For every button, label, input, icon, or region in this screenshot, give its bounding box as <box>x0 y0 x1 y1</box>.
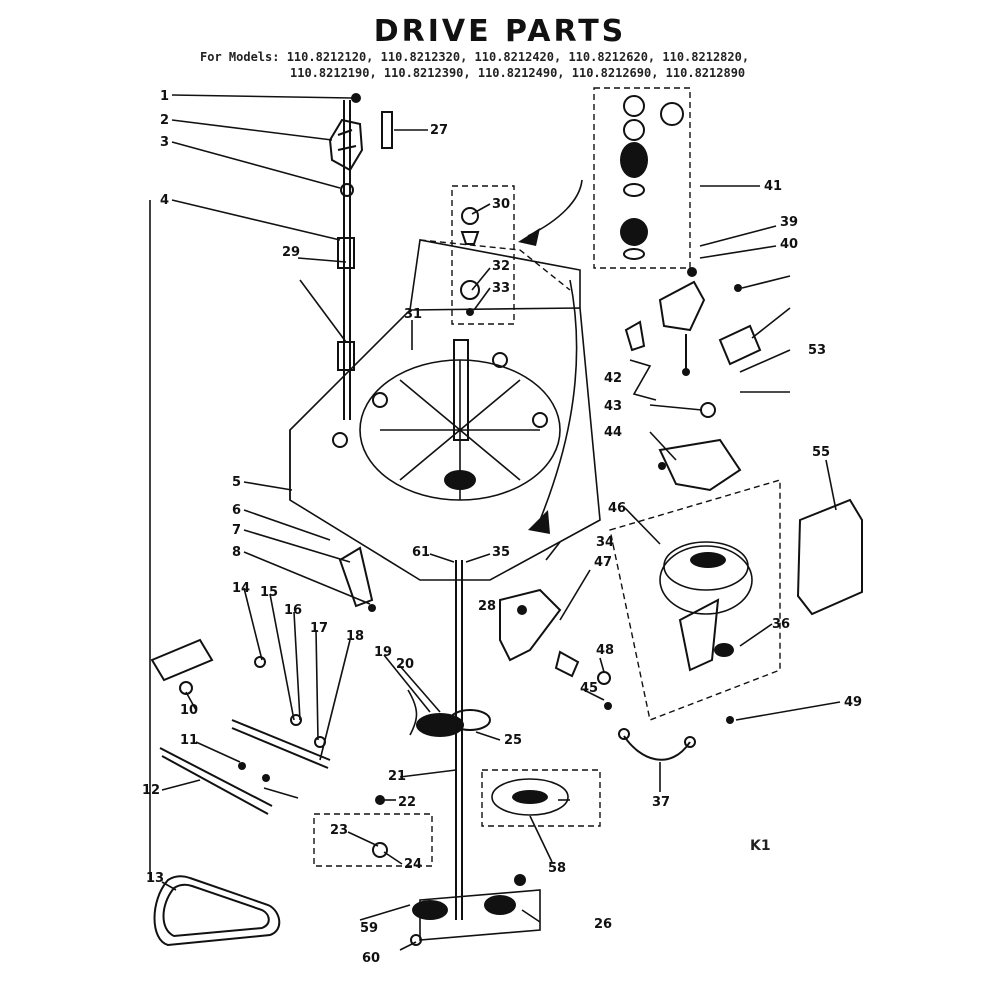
callout-53: 53 <box>808 343 826 358</box>
agitator-shaft-assembly <box>328 93 393 420</box>
callout-19: 19 <box>374 645 392 660</box>
callout-7: 7 <box>232 523 241 538</box>
callout-47: 47 <box>594 555 612 570</box>
callout-13: 13 <box>146 871 164 886</box>
callout-39: 39 <box>780 215 798 230</box>
callout-2: 2 <box>160 113 169 128</box>
callout-21: 21 <box>388 769 406 784</box>
callout-33: 33 <box>492 281 510 296</box>
callout-34: 34 <box>596 535 614 550</box>
callout-22: 22 <box>398 795 416 810</box>
callout-28: 28 <box>478 599 496 614</box>
callout-40: 40 <box>780 237 798 252</box>
switch-bracket-parts <box>624 267 762 492</box>
callout-25: 25 <box>504 733 522 748</box>
diagram-title: DRIVE PARTS <box>373 14 627 49</box>
callout-43: 43 <box>604 399 622 414</box>
callout-1: 1 <box>160 89 169 104</box>
callout-5: 5 <box>232 475 241 490</box>
callout-58: 58 <box>548 861 566 876</box>
callout-35: 35 <box>492 545 510 560</box>
cover-and-clamp <box>618 498 863 761</box>
drive-shaft-assembly <box>313 560 601 946</box>
callout-26: 26 <box>594 917 612 932</box>
callout-15: 15 <box>260 585 278 600</box>
callout-45: 45 <box>580 681 598 696</box>
callout-numbers: 1 2 3 4 5 6 7 8 10 11 12 13 14 15 16 17 … <box>142 89 862 966</box>
callout-37: 37 <box>652 795 670 810</box>
pulley-inset <box>451 179 583 325</box>
callout-12: 12 <box>142 783 160 798</box>
callout-18: 18 <box>346 629 364 644</box>
callout-36: 36 <box>772 617 790 632</box>
brake-and-rod-parts <box>150 546 376 815</box>
callout-10: 10 <box>180 703 198 718</box>
motor-mount-assembly <box>597 479 781 724</box>
callout-46: 46 <box>608 501 626 516</box>
clutch-spring-parts <box>499 569 591 678</box>
callout-6: 6 <box>232 503 241 518</box>
callout-29: 29 <box>282 245 300 260</box>
callout-30: 30 <box>492 197 510 212</box>
callout-48: 48 <box>596 643 614 658</box>
callout-14: 14 <box>232 581 250 596</box>
callout-20: 20 <box>396 657 414 672</box>
callout-41: 41 <box>764 179 782 194</box>
callout-23: 23 <box>330 823 348 838</box>
callout-11: 11 <box>180 733 198 748</box>
component-stack-inset <box>593 87 691 269</box>
callout-leaders <box>149 94 841 951</box>
callout-60: 60 <box>362 951 380 966</box>
callout-24: 24 <box>404 857 422 872</box>
model-numbers-line-2: 110.8212190, 110.8212390, 110.8212490, 1… <box>290 66 746 80</box>
callout-59: 59 <box>360 921 378 936</box>
callout-31: 31 <box>404 307 422 322</box>
drive-belt <box>153 875 281 947</box>
callout-42: 42 <box>604 371 622 386</box>
callout-32: 32 <box>492 259 510 274</box>
callout-4: 4 <box>160 193 169 208</box>
callout-49: 49 <box>844 695 862 710</box>
figure-code: K1 <box>750 838 771 854</box>
callout-16: 16 <box>284 603 302 618</box>
callout-61: 61 <box>412 545 430 560</box>
callout-44: 44 <box>604 425 622 440</box>
gear-case-housing <box>289 239 601 581</box>
callout-8: 8 <box>232 545 241 560</box>
callout-3: 3 <box>160 135 169 150</box>
callout-55: 55 <box>812 445 830 460</box>
callout-27: 27 <box>430 123 448 138</box>
callout-17: 17 <box>310 621 328 636</box>
model-numbers-line-1: For Models: 110.8212120, 110.8212320, 11… <box>200 50 750 64</box>
